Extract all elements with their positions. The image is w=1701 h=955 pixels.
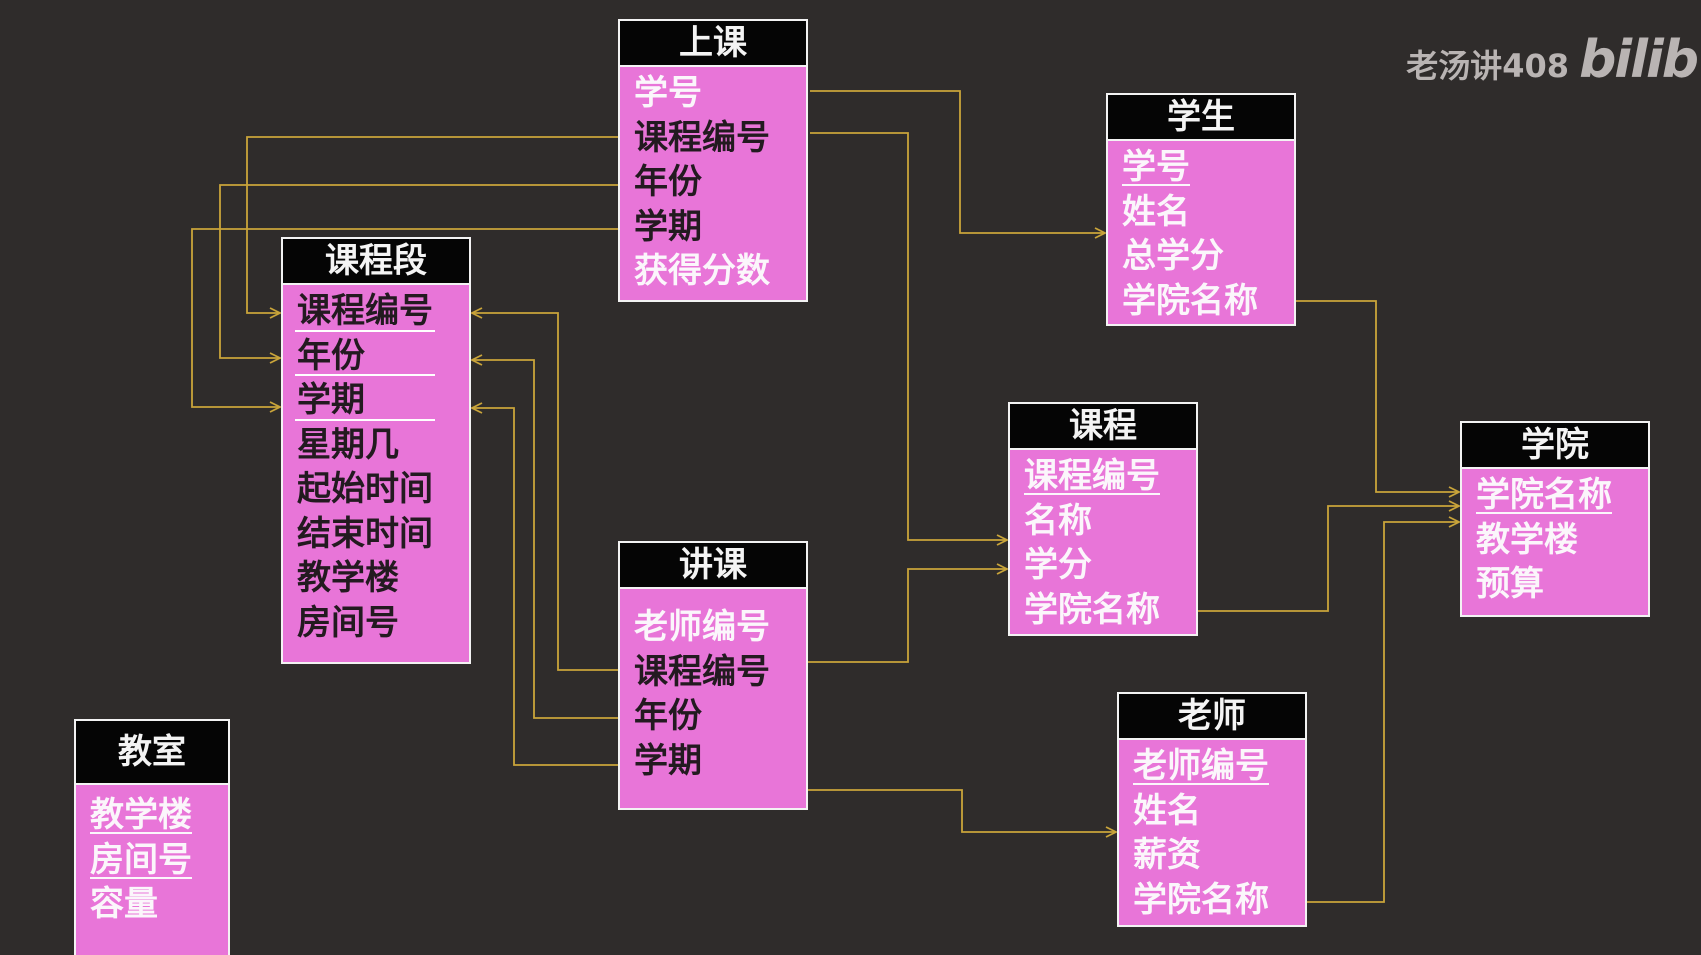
field: 课程编号 [634, 117, 770, 158]
entity-xuesheng: 学生 学号 姓名 总学分 学院名称 [1106, 93, 1296, 326]
field: 星期几 [297, 424, 399, 465]
field: 学号 [634, 73, 702, 113]
link-shangke-xuesheng [810, 90, 1105, 233]
field: 容量 [90, 884, 158, 924]
bilibili-logo: bilib [1579, 30, 1699, 90]
field-primary-key: 课程编号 [283, 289, 469, 334]
field: 结束时间 [297, 513, 433, 554]
link-jiangke-kcd-1 [472, 313, 618, 671]
link-jiangke-kcd-3 [472, 408, 618, 766]
field: 房间号 [297, 602, 399, 643]
field: 学期 [634, 206, 702, 247]
field: 姓名 [1133, 790, 1201, 831]
field: 老师编号 [634, 607, 770, 647]
link-shangke-kecheng [810, 132, 1007, 540]
field-primary-key: 教学楼 [90, 795, 192, 835]
entity-title: 课程 [1010, 404, 1196, 450]
link-shangke-kcd-1 [246, 136, 618, 313]
field: 教学楼 [297, 558, 399, 598]
field: 起始时间 [297, 469, 433, 509]
entity-laoshi: 老师 老师编号 姓名 薪资 学院名称 [1117, 692, 1307, 927]
field-primary-key: 年份 [283, 334, 469, 379]
field: 学分 [1024, 545, 1092, 585]
field: 名称 [1024, 500, 1092, 541]
field: 薪资 [1133, 835, 1201, 875]
link-shangke-kcd-3 [191, 228, 618, 407]
field: 预算 [1476, 564, 1544, 604]
field: 总学分 [1122, 236, 1224, 276]
field: 学院名称 [1133, 879, 1269, 920]
entity-shangke: 上课 学号 课程编号 年份 学期 获得分数 [618, 19, 808, 302]
field: 年份 [634, 696, 702, 736]
field-primary-key: 学期 [283, 378, 469, 423]
entity-xueyuan: 学院 学院名称 教学楼 预算 [1460, 421, 1650, 617]
field: 学期 [634, 740, 702, 781]
entity-jiaoshi: 教室 教学楼 房间号 容量 [74, 719, 230, 955]
entity-jiangke: 讲课 老师编号 课程编号 年份 学期 [618, 541, 808, 810]
field: 获得分数 [634, 251, 770, 291]
entity-title: 老师 [1119, 694, 1305, 740]
link-xuesheng-xueyuan [1296, 300, 1459, 492]
entity-kecheng: 课程 课程编号 名称 学分 学院名称 [1008, 402, 1198, 636]
link-jiangke-kecheng [808, 569, 1007, 663]
field: 教学楼 [1476, 519, 1578, 560]
field: 姓名 [1122, 191, 1190, 232]
field-primary-key: 课程编号 [1024, 456, 1160, 496]
entity-title: 教室 [76, 721, 228, 785]
field: 课程编号 [634, 651, 770, 692]
field-primary-key: 学号 [1122, 147, 1190, 187]
field-primary-key: 老师编号 [1133, 746, 1269, 786]
field-primary-key: 房间号 [90, 839, 192, 880]
field: 学院名称 [1024, 589, 1160, 630]
field-primary-key: 学院名称 [1476, 475, 1612, 515]
link-shangke-kcd-2 [219, 184, 618, 358]
field: 年份 [634, 162, 702, 202]
entity-title: 学院 [1462, 423, 1648, 469]
entity-kechengduan: 课程段 课程编号 年份 学期 星期几 起始时间 结束时间 教学楼 房间号 [281, 237, 471, 664]
entity-title: 上课 [620, 21, 806, 67]
watermark-author: 老汤讲408 [1406, 47, 1570, 85]
field: 学院名称 [1122, 280, 1258, 321]
entity-title: 课程段 [283, 239, 469, 285]
entity-title: 讲课 [620, 543, 806, 589]
link-laoshi-xueyuan [1307, 522, 1459, 903]
link-kecheng-xueyuan [1198, 506, 1459, 612]
link-jiangke-laoshi [808, 789, 1116, 832]
entity-title: 学生 [1108, 95, 1294, 141]
link-jiangke-kcd-2 [472, 360, 618, 719]
